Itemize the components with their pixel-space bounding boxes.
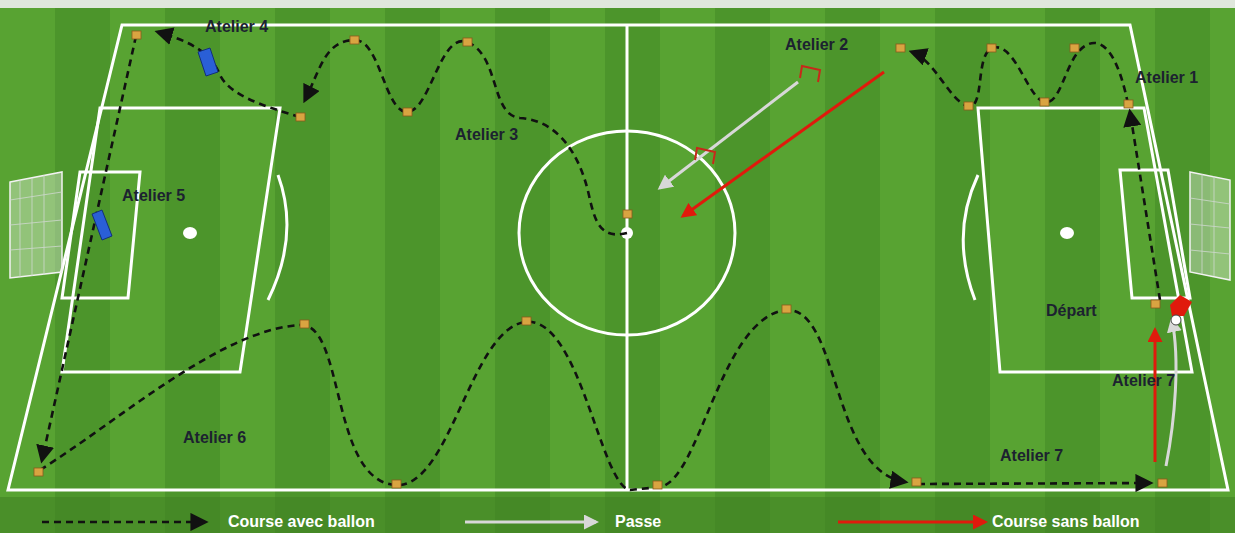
workshop-label: Atelier 3 [455, 126, 518, 144]
legend-text: Passe [615, 513, 661, 531]
workshop-label: Atelier 6 [183, 429, 246, 447]
workshop-label: Atelier 5 [122, 187, 185, 205]
legend-text: Course avec ballon [228, 513, 375, 531]
workshop-label: Atelier 7 [1000, 447, 1063, 465]
legend-text: Course sans ballon [992, 513, 1140, 531]
workshop-label: Atelier 7 [1112, 372, 1175, 390]
workshop-label: Départ [1046, 302, 1097, 320]
workshop-label: Atelier 1 [1135, 69, 1198, 87]
workshop-label: Atelier 4 [205, 18, 268, 36]
workshop-label: Atelier 2 [785, 36, 848, 54]
